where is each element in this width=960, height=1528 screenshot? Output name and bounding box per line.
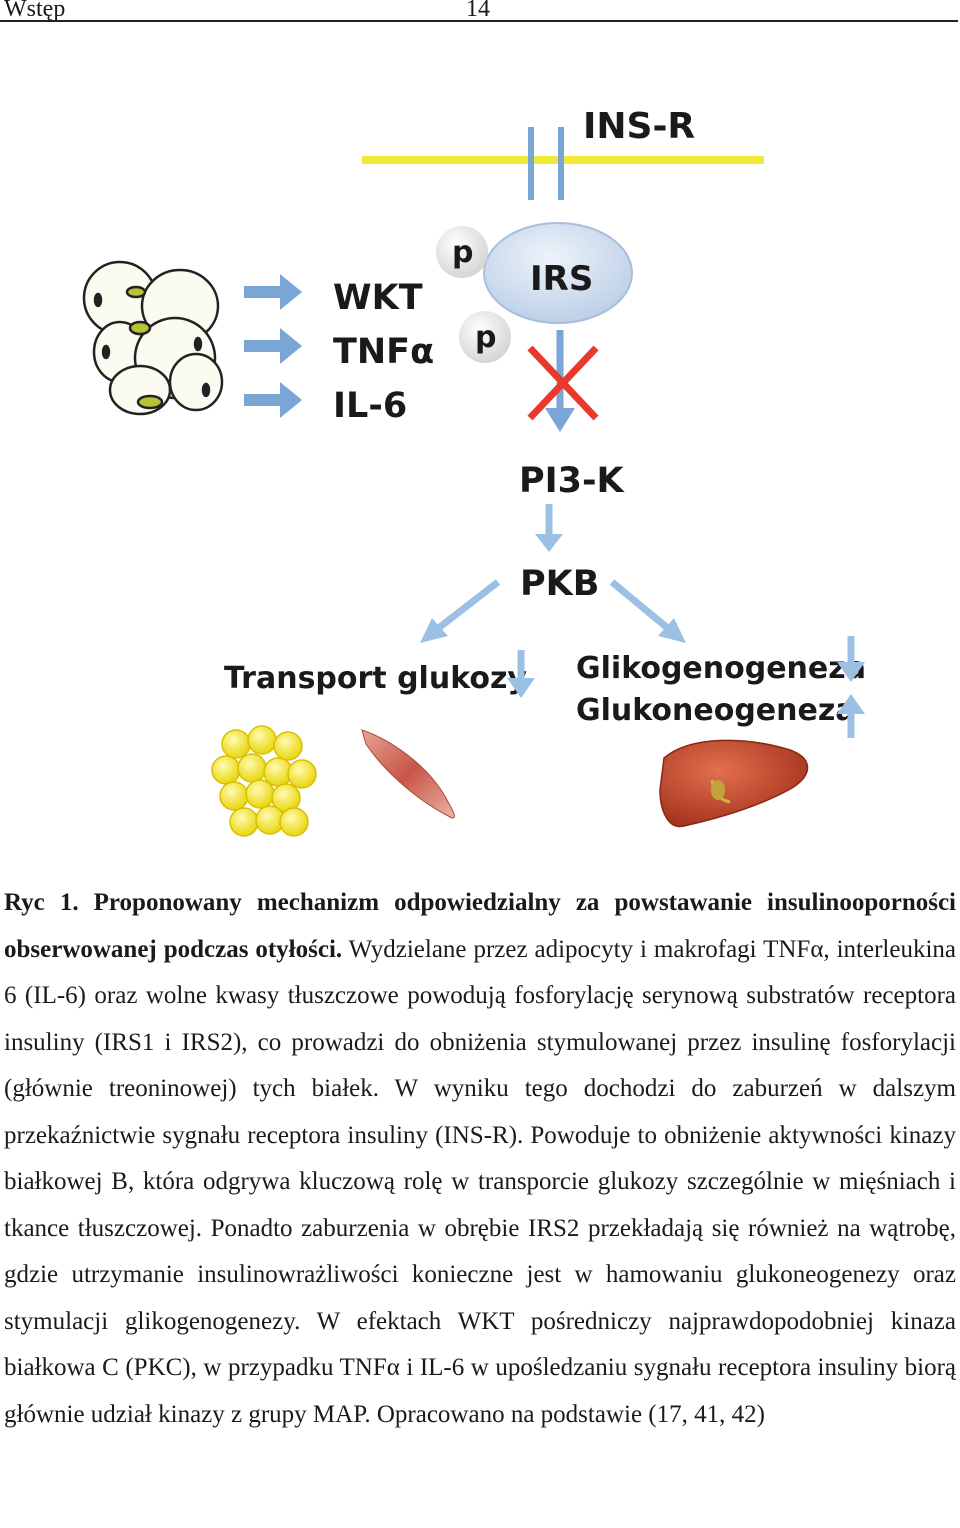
- arrow-pkb-transport: [433, 579, 501, 633]
- pi3k-label: PI3-K: [519, 461, 626, 501]
- transport-down-arrow-head: [507, 678, 535, 698]
- section-title: Wstęp: [4, 0, 66, 22]
- irs-label: IRS: [530, 259, 593, 299]
- glukoneogeneza-up-arrow-head: [837, 694, 865, 714]
- arrow-il6: [244, 382, 302, 418]
- phosphate-bottom: [459, 311, 511, 363]
- liver-icon: [659, 739, 809, 828]
- page-header: Wstęp 14: [0, 0, 960, 22]
- arrow-irs-pi3k-head: [545, 408, 575, 432]
- figure-diagram: INS-R IRS p p: [0, 90, 960, 850]
- adipocyte-cluster-icon: [82, 260, 224, 416]
- phosphate-top: [436, 226, 488, 278]
- header-rule: [0, 20, 958, 22]
- arrow-pkb-liver: [609, 579, 673, 633]
- muscle-icon: [361, 729, 455, 819]
- arrow-pkb-liver-head: [658, 618, 686, 643]
- page-number: 14: [466, 0, 490, 22]
- caption-title: Ryc 1. Proponowany mechanizm odpowiedzia…: [4, 889, 956, 963]
- arrow-pi3k-pkb-head: [535, 534, 563, 552]
- ins-r-label: INS-R: [583, 106, 695, 147]
- caption-body: Wydzielane przez adipocyty i makrofagi T…: [4, 935, 957, 1428]
- tnfa-label: TNFα: [333, 332, 434, 372]
- transport-label: Transport glukozy: [224, 661, 527, 696]
- arrow-pkb-transport-head: [420, 618, 448, 643]
- arrow-tnfa: [244, 328, 302, 364]
- phosphate-top-label: p: [452, 235, 473, 270]
- arrow-wkt: [244, 274, 302, 310]
- pathway-diagram: INS-R IRS p p: [82, 106, 866, 837]
- block-cross-b: [527, 345, 599, 421]
- fat-globules-icon: [211, 725, 317, 837]
- glukoneogeneza-label: Glukoneogeneza: [576, 693, 856, 728]
- glikogenogeneza-down-arrow-head: [837, 662, 865, 682]
- figure-caption: Ryc 1. Proponowany mechanizm odpowiedzia…: [4, 880, 956, 1438]
- pkb-label: PKB: [520, 564, 599, 604]
- wkt-label: WKT: [333, 278, 423, 318]
- cytokine-arrows: [244, 274, 302, 418]
- irs-ellipse: [483, 222, 633, 324]
- phosphate-bottom-label: p: [475, 320, 496, 355]
- glikogenogeneza-label: Glikogenogeneza: [576, 651, 866, 686]
- il6-label: IL-6: [333, 386, 407, 426]
